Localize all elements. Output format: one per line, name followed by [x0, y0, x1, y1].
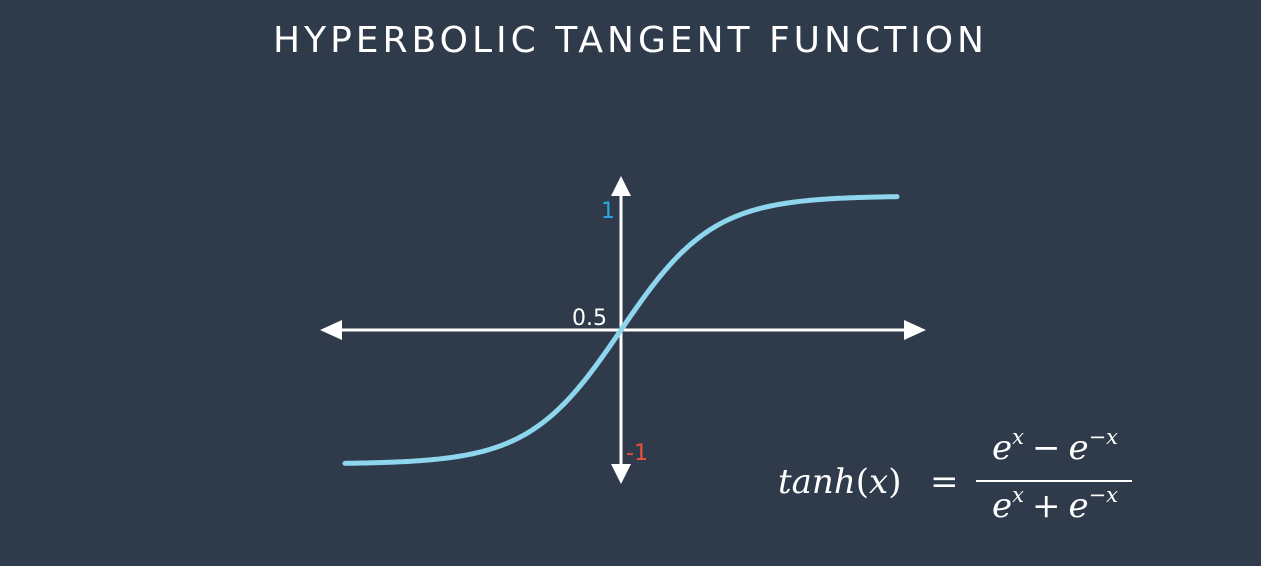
y-axis-arrow-down — [611, 464, 631, 484]
formula-variable: x — [869, 462, 889, 502]
fraction-bar — [976, 480, 1132, 482]
tanh-formula: tanh(x) = ex−e−x ex+e−x — [778, 425, 1148, 538]
num-operator: − — [1031, 428, 1061, 468]
x-axis-arrow-left — [320, 320, 342, 340]
formula-equals: = — [930, 462, 959, 502]
formula-fraction: ex−e−x ex+e−x — [976, 425, 1134, 538]
den-base-2: e — [1068, 486, 1089, 526]
formula-func-name: tanh — [778, 462, 856, 502]
formula-paren-close: ) — [888, 462, 902, 502]
num-base-2: e — [1068, 428, 1089, 468]
y-axis-arrow-up — [611, 176, 631, 196]
num-exp-1: x — [1012, 425, 1024, 449]
y-tick-label-top: 1 — [601, 199, 615, 224]
formula-lhs: tanh(x) — [778, 462, 901, 502]
formula-paren-open: ( — [855, 462, 869, 502]
den-exp-2: −x — [1088, 483, 1119, 507]
den-operator: + — [1031, 486, 1061, 526]
tanh-curve — [342, 194, 900, 466]
page-title: HYPERBOLIC TANGENT FUNCTION — [273, 20, 988, 61]
x-axis-arrow-right — [904, 320, 926, 340]
num-exp-2: −x — [1088, 425, 1119, 449]
den-exp-1: x — [1012, 483, 1024, 507]
num-base-1: e — [991, 428, 1013, 468]
den-base-1: e — [991, 486, 1013, 526]
formula-denominator: ex+e−x — [976, 483, 1134, 527]
formula-numerator: ex−e−x — [976, 425, 1134, 469]
center-tick-label: 0.5 — [572, 306, 607, 331]
y-tick-label-bottom: -1 — [626, 441, 648, 466]
